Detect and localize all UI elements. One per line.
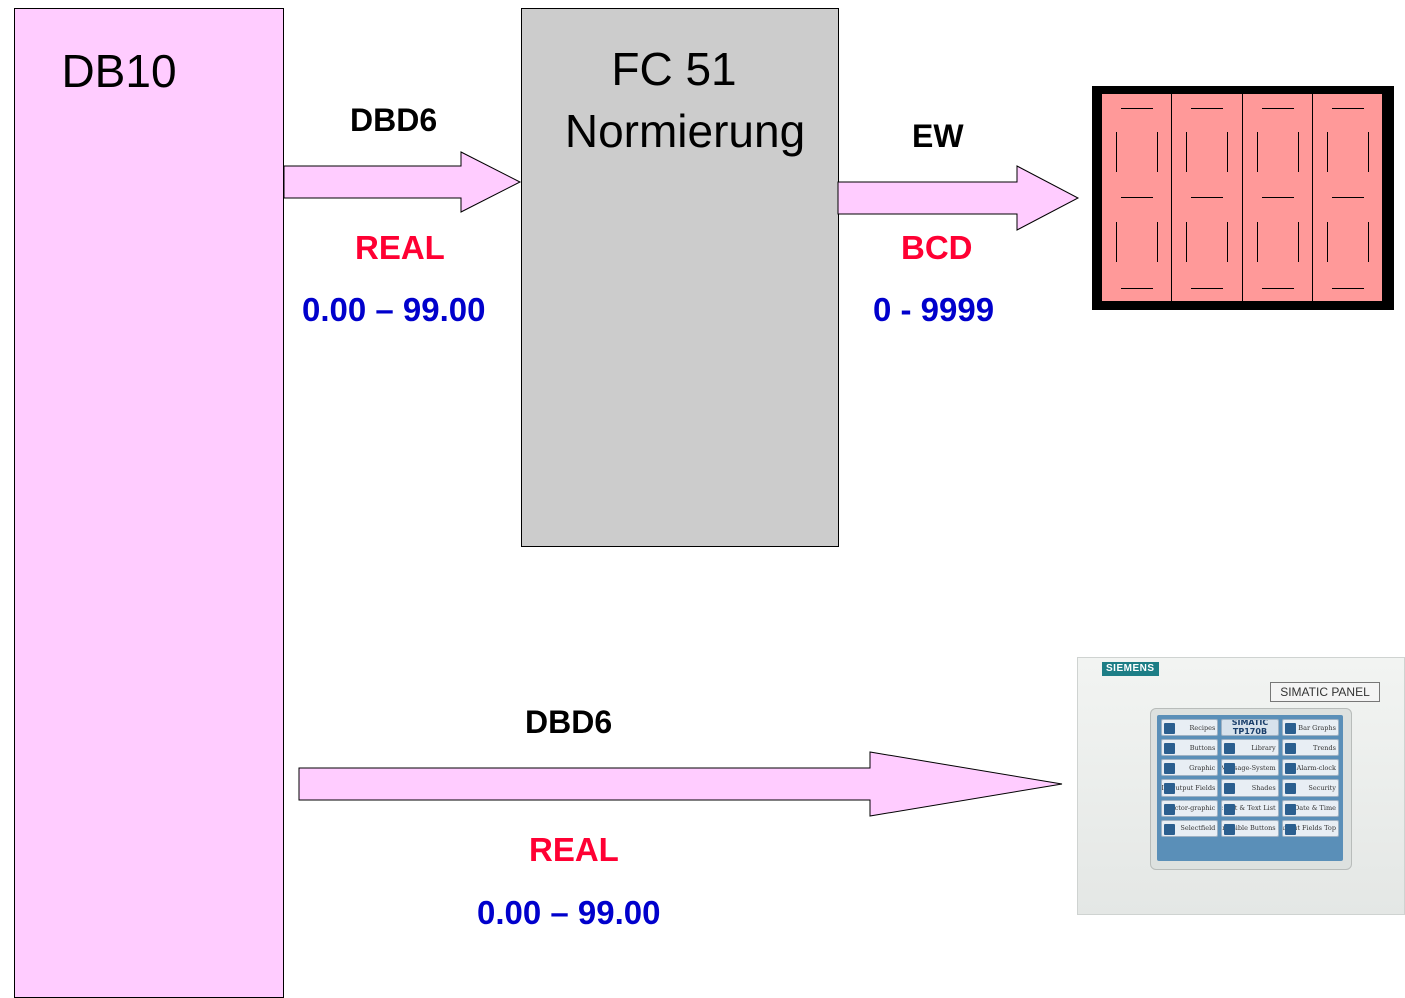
panel-model-label: SIMATIC PANEL: [1270, 682, 1380, 702]
arrow2-range-label: 0 - 9999: [873, 291, 995, 328]
display-digit: [1172, 94, 1243, 301]
arrow2-type-label: BCD: [901, 229, 973, 266]
panel-tile: Shades: [1221, 779, 1279, 797]
panel-tile: Selectfield: [1161, 819, 1219, 837]
panel-screen-title-line1: SIMATIC: [1231, 719, 1269, 728]
panel-tile: Graphic: [1161, 759, 1219, 777]
arrow1-address-label: DBD6: [350, 102, 438, 138]
panel-tile: invisible Buttons: [1221, 819, 1279, 837]
display-digit: [1243, 94, 1313, 301]
panel-tile: In-Output Fields: [1161, 779, 1219, 797]
display-digit: [1102, 94, 1173, 301]
arrow1-type-label: REAL: [355, 229, 445, 266]
panel-tile: In-Output Fields Top: [1281, 819, 1339, 837]
arrow3-address-label: DBD6: [525, 704, 613, 740]
panel-tile: Library: [1221, 739, 1279, 757]
db10-title: DB10: [61, 45, 177, 97]
seven-segment-display-icon: [1092, 86, 1394, 310]
panel-tile: Date & Time: [1281, 799, 1339, 817]
fc51-subtitle: Normierung: [564, 105, 806, 157]
arrow-fc-to-display: [837, 165, 1080, 231]
arrow3-range-label: 0.00 – 99.00: [477, 894, 661, 931]
fc51-title: FC 51: [611, 43, 737, 95]
panel-screen: Recipes SIMATIC TP170B Bar Graphs Button…: [1157, 715, 1343, 861]
touch-panel-icon: SIEMENS SIMATIC PANEL Recipes SIMATIC TP…: [1077, 657, 1405, 915]
panel-tile: Vector-graphic: [1161, 799, 1219, 817]
panel-tile: Trends: [1281, 739, 1339, 757]
arrow3-type-label: REAL: [529, 831, 619, 868]
arrow-db-to-fc: [283, 151, 522, 213]
fc51-block: FC 51 Normierung: [521, 8, 839, 547]
panel-screen-bezel: Recipes SIMATIC TP170B Bar Graphs Button…: [1150, 708, 1352, 870]
panel-tile: Graphic List & Text List: [1221, 799, 1279, 817]
display-digit: [1313, 94, 1382, 301]
db10-block: DB10: [14, 8, 284, 998]
arrow1-range-label: 0.00 – 99.00: [302, 291, 486, 328]
arrow-db-to-panel: [298, 751, 1063, 817]
panel-tile: Bar Graphs: [1281, 719, 1339, 737]
arrow2-address-label: EW: [912, 118, 964, 154]
panel-screen-title: SIMATIC TP170B: [1221, 719, 1279, 737]
panel-tile: Recipes: [1161, 719, 1219, 737]
display-digits: [1102, 94, 1382, 301]
panel-tile: Message-System: [1221, 759, 1279, 777]
panel-tile: Buttons: [1161, 739, 1219, 757]
panel-screen-title-line2: TP170B: [1232, 726, 1268, 736]
panel-tile: Alarm-clock: [1281, 759, 1339, 777]
panel-tile: Security: [1281, 779, 1339, 797]
panel-brand-logo: SIEMENS: [1102, 662, 1159, 676]
